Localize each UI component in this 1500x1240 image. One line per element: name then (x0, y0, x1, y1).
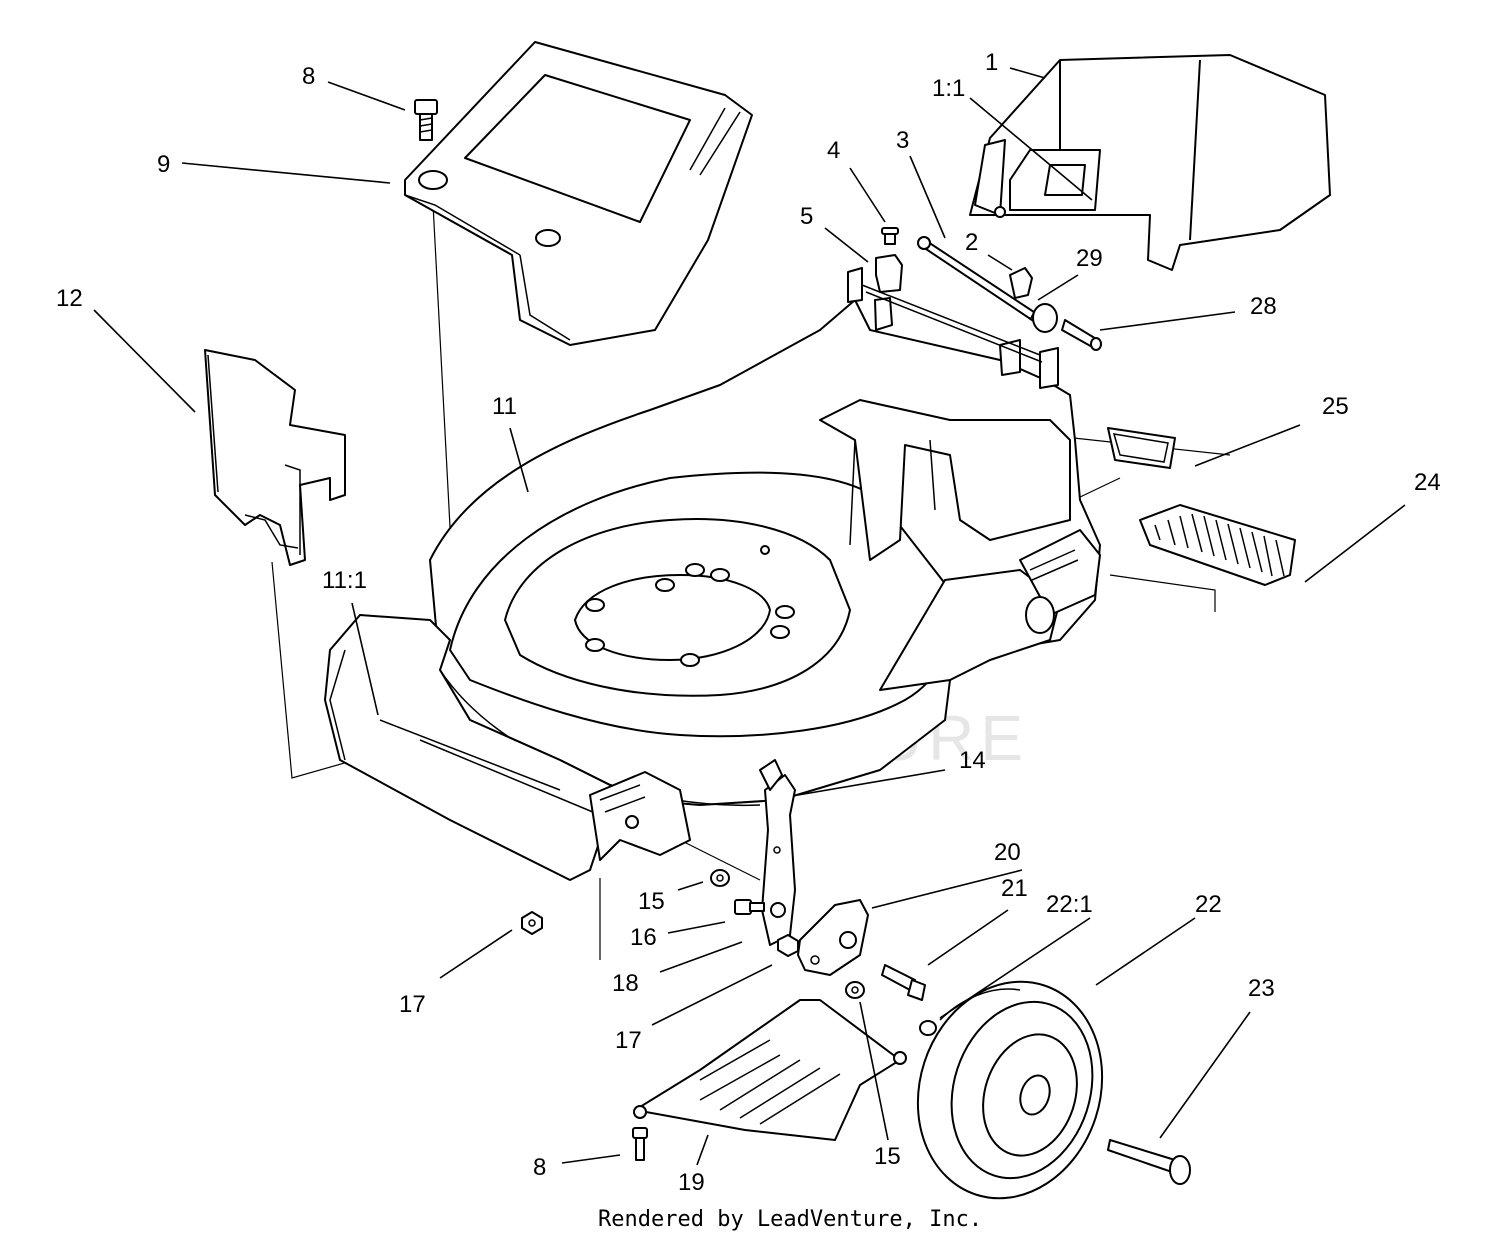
part-4-screw (881, 227, 899, 245)
label-11-1: 11:1 (322, 567, 367, 594)
label-11: 11 (492, 393, 517, 420)
part-25-plate (1107, 427, 1176, 469)
label-15-bottom: 15 (874, 1143, 901, 1170)
part-8-bolt-top (414, 99, 438, 141)
part-29-spring (1029, 303, 1058, 333)
leader-lines (93, 67, 1406, 1166)
part-19-guard (633, 999, 907, 1141)
part-5-bracket (875, 254, 903, 293)
label-18: 18 (612, 970, 639, 997)
part-3-rod (917, 236, 1041, 323)
label-8-top: 8 (302, 63, 315, 90)
label-22-1: 22:1 (1046, 891, 1093, 918)
part-14-bracket (759, 759, 796, 946)
part-1-rear-flap (969, 54, 1331, 271)
label-21: 21 (1001, 875, 1028, 902)
callout-labels: 8 9 12 1 1:1 4 3 5 2 29 28 25 24 11 11:1… (56, 49, 1441, 1196)
part-12-deflector (204, 349, 346, 566)
part-15-washer-bottom (845, 981, 865, 999)
label-28: 28 (1250, 293, 1277, 320)
part-11-deck (429, 267, 1101, 807)
part-22-wheel (916, 980, 1104, 1200)
label-15-left: 15 (638, 888, 665, 915)
part-16-bolt (734, 899, 765, 915)
part-20-wheel-bracket (797, 899, 869, 976)
part-8-screw-bottom (632, 1127, 648, 1161)
label-2: 2 (965, 229, 978, 256)
part-18-nut (777, 934, 799, 957)
part-2-clip (1009, 267, 1033, 299)
label-19: 19 (678, 1169, 705, 1196)
label-9: 9 (157, 151, 170, 178)
label-12: 12 (56, 285, 83, 312)
label-29: 29 (1076, 245, 1103, 272)
label-1-1: 1:1 (932, 75, 965, 102)
label-23: 23 (1248, 975, 1275, 1002)
part-23-wheel-bolt (1107, 1139, 1191, 1185)
part-28-pin (1061, 319, 1102, 351)
part-22-1-spacer (919, 1020, 937, 1036)
label-17-mid: 17 (615, 1027, 642, 1054)
part-17-nut-left (521, 911, 543, 935)
label-5: 5 (800, 203, 813, 230)
label-8-bottom: 8 (533, 1154, 546, 1181)
label-25: 25 (1322, 393, 1349, 420)
part-9-bag-cover (404, 41, 753, 346)
part-15-washer-left (710, 869, 730, 887)
label-3: 3 (896, 127, 909, 154)
label-24: 24 (1414, 469, 1441, 496)
label-1: 1 (985, 49, 998, 76)
part-11-1-front-bumper (324, 614, 691, 881)
label-14: 14 (959, 747, 986, 774)
part-24-tread (1139, 504, 1296, 586)
credit-text: Rendered by LeadVenture, Inc. (598, 1207, 982, 1232)
label-17-left: 17 (399, 991, 426, 1018)
label-16: 16 (630, 924, 657, 951)
label-22: 22 (1195, 891, 1222, 918)
part-21-axle-bolt (881, 964, 926, 1001)
label-4: 4 (827, 137, 840, 164)
label-20: 20 (994, 839, 1021, 866)
